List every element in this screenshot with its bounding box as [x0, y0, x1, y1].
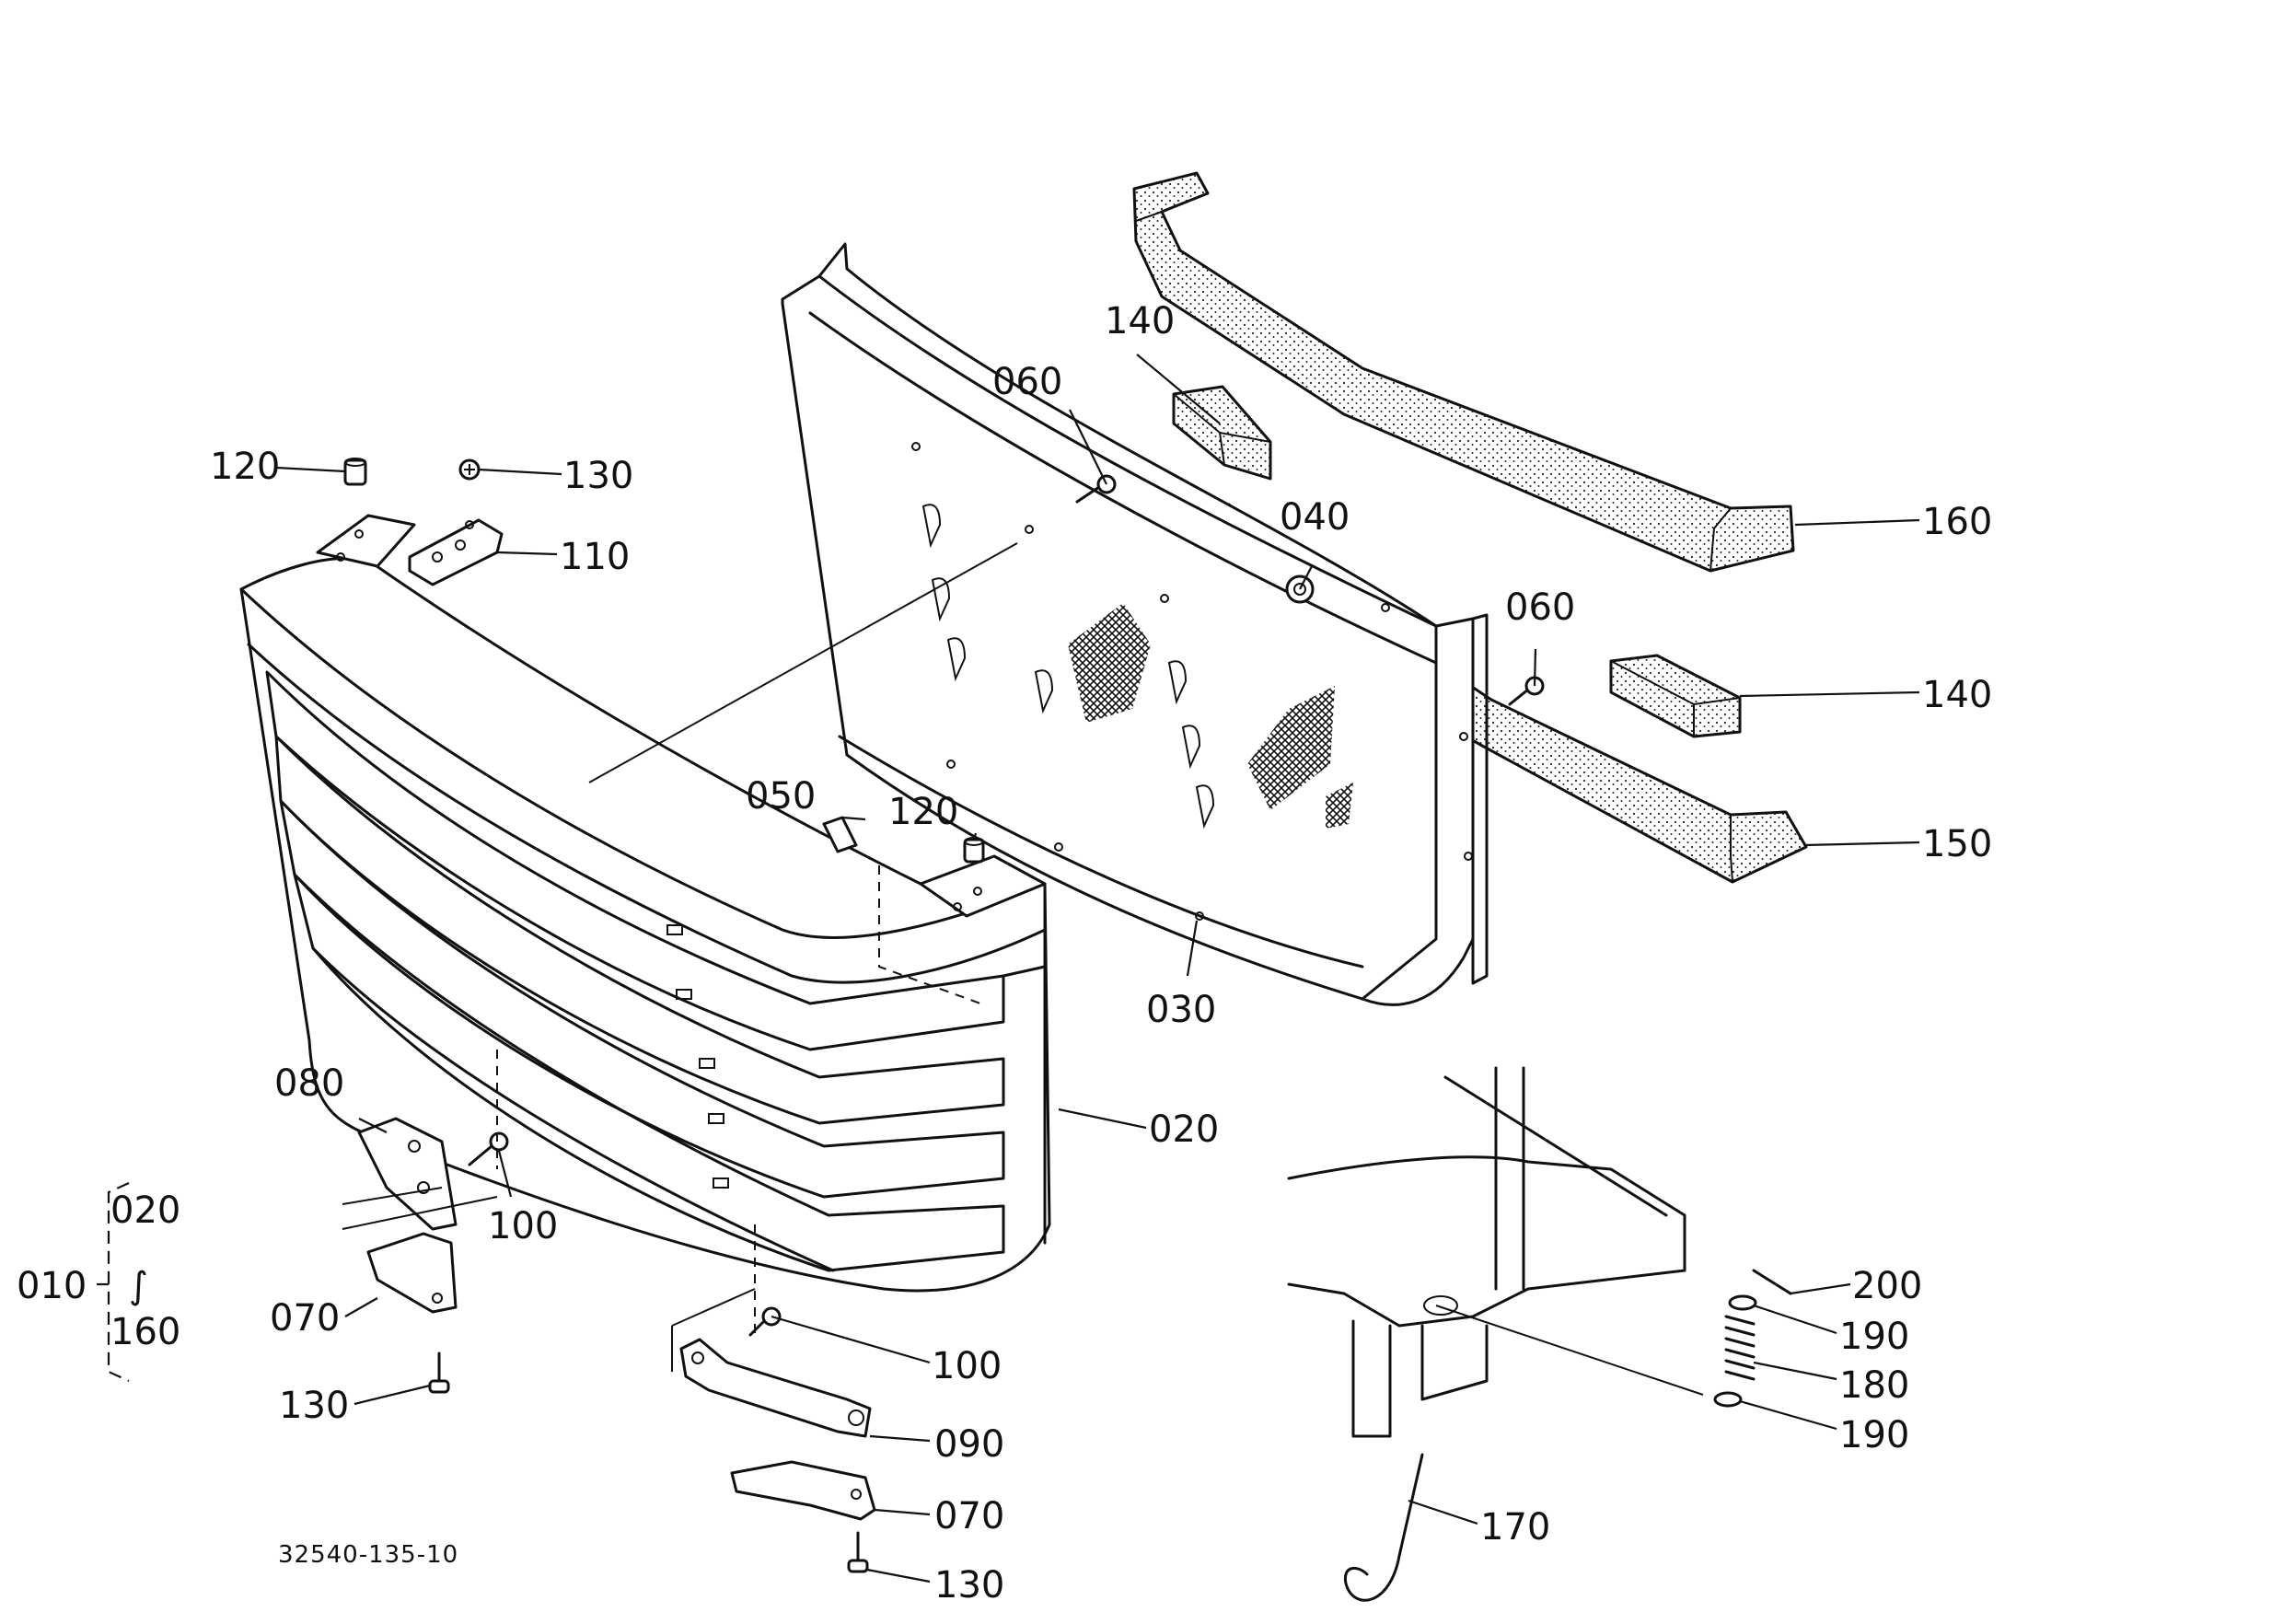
- part-labels: 020 030 040 050 060 060 070 070 080 090 …: [210, 300, 1992, 1607]
- label-080: 080: [274, 1062, 344, 1105]
- hinge-080: [357, 1117, 458, 1231]
- label-070-left: 070: [270, 1297, 340, 1340]
- plate-070-bottom: [730, 1460, 876, 1521]
- group-label-root: 010: [17, 1265, 87, 1307]
- foam-block-140-right: [1609, 654, 1742, 738]
- screw-130-bottom: [847, 1531, 869, 1573]
- clip-050: [822, 816, 858, 853]
- hinge-090: [679, 1338, 872, 1438]
- label-050: 050: [746, 775, 816, 818]
- label-200: 200: [1852, 1265, 1922, 1307]
- label-160: 160: [1922, 501, 1992, 543]
- bolt-100-left: [468, 1131, 509, 1166]
- label-140-top: 140: [1105, 300, 1175, 342]
- leader-lines: [275, 354, 1920, 1583]
- frame: [1287, 1066, 1704, 1438]
- label-020: 020: [1149, 1108, 1219, 1151]
- group-label-tilde: ∫: [129, 1265, 148, 1307]
- label-030: 030: [1146, 989, 1216, 1031]
- label-140-right: 140: [1922, 674, 1992, 716]
- label-130-bottom: 130: [934, 1564, 1004, 1607]
- label-170: 170: [1480, 1506, 1550, 1549]
- label-060-top: 060: [992, 361, 1062, 403]
- label-040: 040: [1280, 496, 1350, 539]
- spring-180: [1724, 1315, 1756, 1381]
- washer-190-bottom: [1713, 1391, 1743, 1408]
- label-100-bottom: 100: [932, 1345, 1002, 1387]
- screw-130-left: [428, 1351, 450, 1394]
- label-100-left: 100: [488, 1205, 558, 1247]
- hook-170: [1343, 1453, 1424, 1602]
- spacer-120-top: [343, 458, 367, 486]
- label-110: 110: [560, 536, 630, 578]
- label-070-bottom: 070: [934, 1495, 1004, 1537]
- grille-020: [239, 514, 1051, 1293]
- spacer-120-mid: [963, 837, 985, 864]
- document-reference: 32540-135-10: [278, 1541, 458, 1569]
- label-090: 090: [934, 1423, 1004, 1466]
- label-120-top: 120: [210, 446, 280, 488]
- foam-strip-160: [1132, 171, 1795, 573]
- group-label-bottom: 160: [110, 1311, 180, 1353]
- label-120-mid: 120: [888, 791, 958, 833]
- panel-030: [781, 242, 1489, 1006]
- foam-block-140-top: [1172, 385, 1272, 481]
- label-150: 150: [1922, 823, 1992, 865]
- screw-130-top: [458, 458, 481, 481]
- pin-200: [1752, 1269, 1792, 1295]
- bracket-110: [408, 518, 504, 586]
- label-060-right: 060: [1505, 586, 1575, 629]
- group-label-top: 020: [110, 1189, 180, 1232]
- label-180: 180: [1839, 1364, 1909, 1407]
- label-130-left: 130: [279, 1385, 349, 1427]
- bolt-060-right: [1508, 676, 1545, 706]
- washer-190-top: [1728, 1294, 1757, 1311]
- group-bracket: 020 ∫ 160 010: [17, 1181, 180, 1383]
- label-190-top: 190: [1839, 1316, 1909, 1358]
- label-190-bottom: 190: [1839, 1414, 1909, 1456]
- label-130-top: 130: [563, 455, 633, 497]
- plate-070-left: [366, 1232, 458, 1314]
